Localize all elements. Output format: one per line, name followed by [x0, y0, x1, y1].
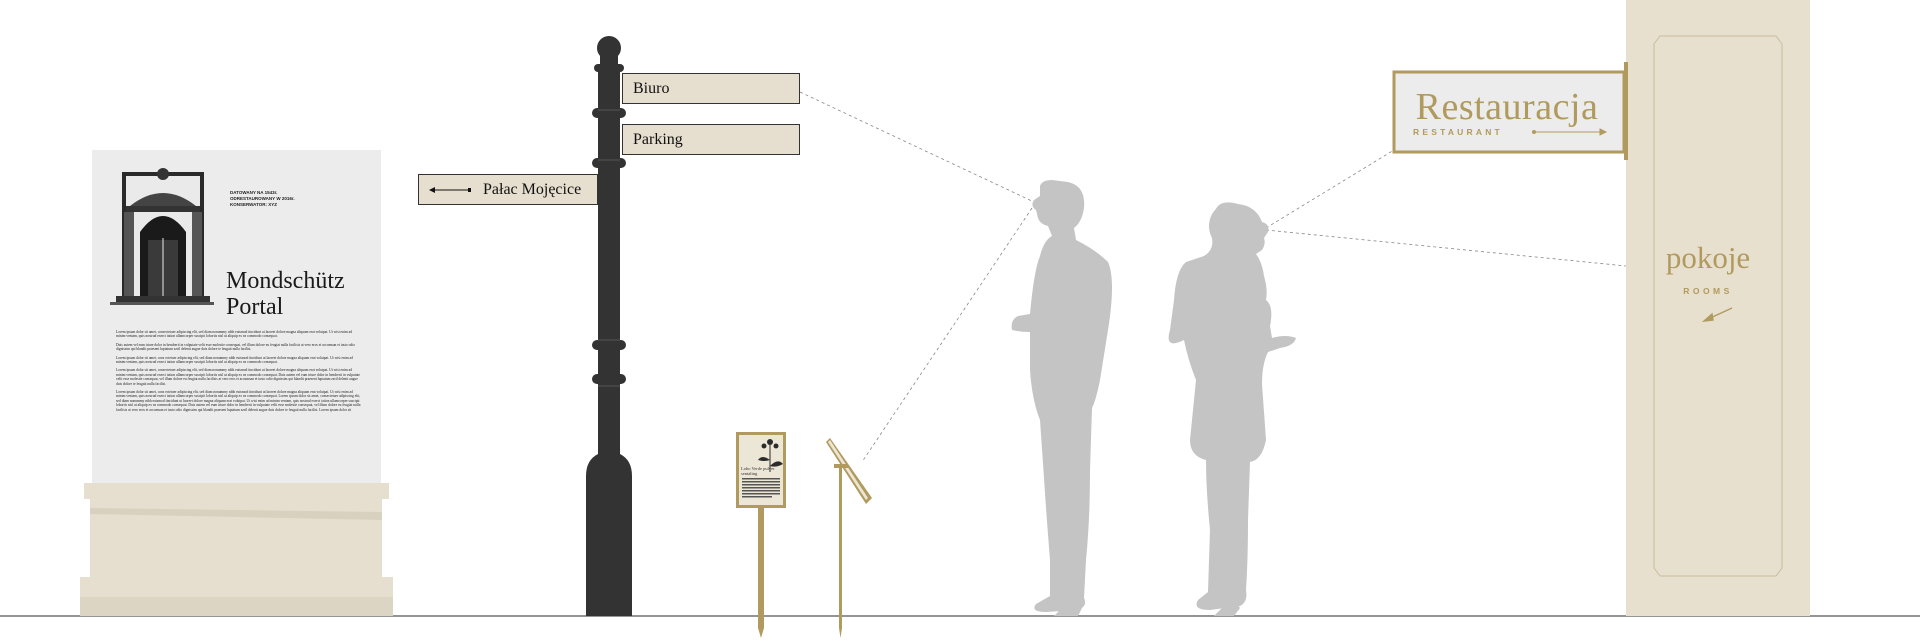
restaurant-arrow-icon	[1532, 128, 1608, 136]
restaurant-sign-board	[1392, 70, 1626, 154]
restaurant-sign-bracket	[1624, 62, 1628, 160]
info-paragraph: Lorem ipsum dolor sit amet, cons ectetue…	[116, 390, 361, 412]
direction-sign-label: Biuro	[633, 79, 670, 97]
info-body: Lorem ipsum dolor sit amet, consectetuer…	[116, 330, 361, 416]
woman-silhouette	[1168, 202, 1296, 616]
flower-illustration	[758, 439, 783, 472]
info-paragraph: Duis autem vel eum iriure dolor in hendr…	[116, 342, 356, 352]
pedestal-base	[80, 577, 393, 597]
portal-engraving-image	[110, 168, 214, 305]
palac-arrow-icon	[429, 186, 471, 193]
signpost-pole	[586, 36, 632, 616]
rooms-arrow-icon	[1701, 307, 1733, 322]
restaurant-title: Restauracja	[1415, 86, 1599, 128]
direction-sign-palac: Pałac Mojęcice	[418, 174, 598, 205]
info-paragraph: Lorem ipsum dolor sit amet, cons ectetue…	[116, 355, 353, 365]
direction-sign-label: Pałac Mojęcice	[483, 180, 582, 198]
rooms-subtitle: ROOMS	[1683, 286, 1733, 296]
pedestal-cap	[84, 483, 389, 499]
rooms-title: pokoje	[1665, 240, 1751, 275]
info-paragraph: Lorem ipsum dolor sit amet, consectetuer…	[116, 330, 353, 339]
restaurant-subtitle: RESTAURANT	[1413, 127, 1503, 137]
plant-sign	[736, 432, 786, 638]
plant-sign-title: Lobo Verde pulver sentaling	[741, 466, 775, 476]
rooms-panel	[1626, 0, 1810, 616]
info-title: Mondschütz Portal	[226, 268, 345, 320]
rooms-panel-frame	[1653, 35, 1783, 577]
lectern-stake	[826, 438, 872, 638]
info-meta-text: DATOWANY NA 1543r. ODRESTAUROWANY W 2016…	[230, 190, 295, 207]
sightlines	[799, 91, 1627, 463]
direction-sign-biuro: Biuro	[622, 73, 800, 104]
direction-sign-parking: Parking	[622, 124, 800, 155]
direction-sign-label: Parking	[633, 130, 683, 148]
info-paragraph: Lorem ipsum dolor sit amet, consectetuer…	[116, 368, 361, 386]
man-silhouette	[1011, 180, 1112, 616]
